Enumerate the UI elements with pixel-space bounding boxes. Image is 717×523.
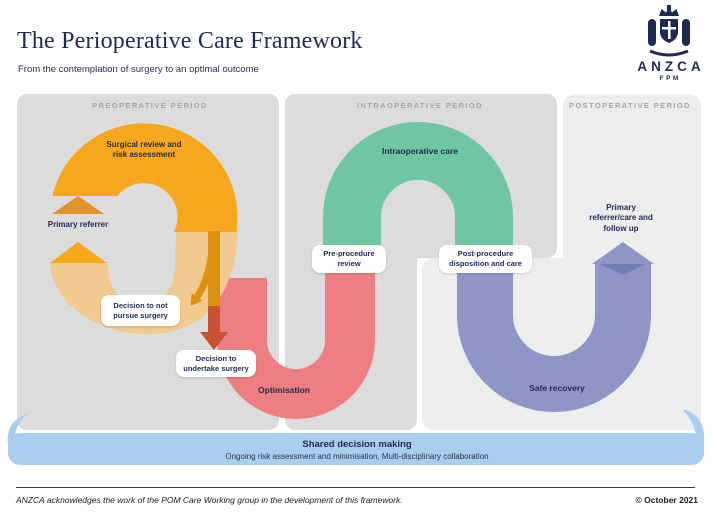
decision-not-pursue-box: Decision to not pursue surgery	[101, 295, 180, 326]
page-title: The Perioperative Care Framework	[17, 28, 363, 54]
shared-decision-title: Shared decision making	[302, 439, 412, 450]
decision-undertake-box: Decision to undertake surgery	[176, 350, 256, 377]
postoperative-period-label: POSTOPERATIVE PERIOD	[569, 101, 691, 110]
followup-arrow-shadow	[598, 263, 648, 275]
intraoperative-period-label: INTRAOPERATIVE PERIOD	[357, 101, 483, 110]
anzca-logo: ANZCA FPM	[629, 5, 709, 82]
undertake-arrow-stem	[208, 306, 220, 333]
undertake-arrowhead-icon	[200, 332, 228, 350]
footer-acknowledgement: ANZCA acknowledges the work of the POM C…	[16, 495, 403, 505]
referrer-up-arrow-icon	[52, 196, 104, 214]
page-subtitle: From the contemplation of surgery to an …	[18, 64, 259, 75]
primary-followup-label: Primary referrer/care and follow up	[589, 203, 653, 233]
banner-left-wave-curl	[7, 414, 28, 446]
shared-decision-banner-shape	[8, 433, 704, 465]
pre-procedure-review-box: Pre-procedure review	[312, 245, 386, 273]
preoperative-period-label: PREOPERATIVE PERIOD	[92, 101, 208, 110]
followup-arrowhead-icon	[592, 242, 654, 264]
return-arrowhead-icon	[50, 242, 107, 263]
intraoperative-care-arch	[323, 122, 513, 253]
shared-decision-subtitle: Ongoing risk assessment and minimisation…	[225, 452, 489, 461]
logo-org-text: ANZCA	[637, 59, 705, 74]
optimisation-label: Optimisation	[258, 385, 310, 395]
footer-copyright: © October 2021	[635, 495, 698, 505]
footer-divider	[16, 487, 695, 488]
logo-sub-text: FPM	[659, 75, 681, 82]
anzca-crest-icon	[648, 5, 690, 57]
safe-recovery-curve	[457, 261, 651, 412]
surgical-review-arch	[52, 123, 238, 232]
surgical-review-label: Surgical review and risk assessment	[106, 140, 182, 160]
not-pursue-arrow-curve	[194, 232, 218, 300]
banner-right-wave-curl	[682, 409, 705, 446]
post-procedure-box: Post-procedure disposition and care	[439, 245, 532, 273]
safe-recovery-label: Safe recovery	[529, 383, 585, 393]
intraoperative-care-label: Intraoperative care	[381, 146, 459, 156]
not-pursue-arrowhead-icon	[190, 293, 203, 306]
return-to-referrer-curve	[50, 229, 238, 335]
primary-referrer-label: Primary referrer	[47, 220, 109, 229]
